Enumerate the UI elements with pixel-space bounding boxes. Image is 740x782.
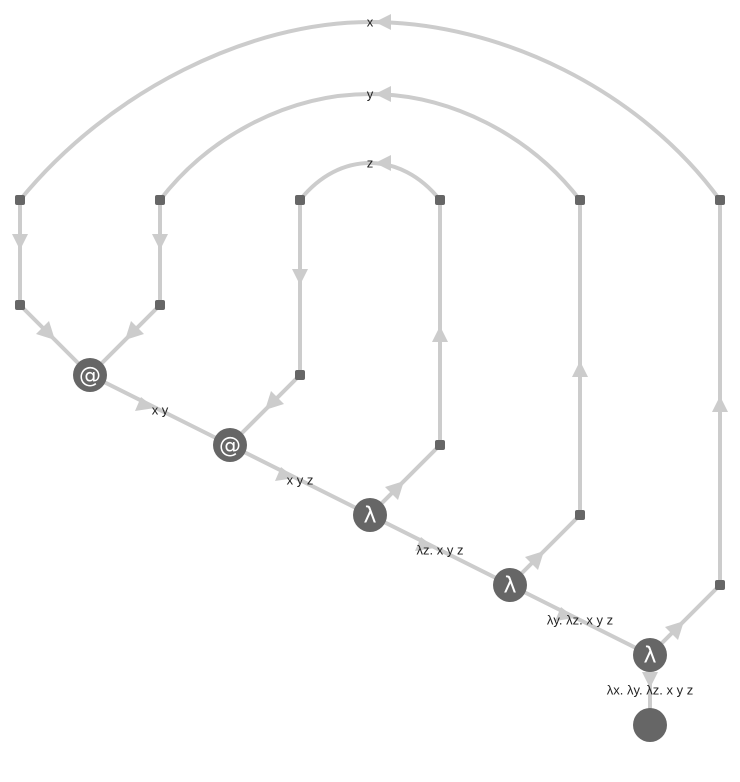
node-lam-z-label: λ <box>363 504 376 529</box>
node-app2[interactable] <box>213 428 247 462</box>
arrow-x-into-app1 <box>36 321 55 340</box>
arrow-lam-y-up <box>572 361 588 377</box>
edge-lam-z-up <box>368 198 442 517</box>
edge-label-lam-z-out: λz. x y z <box>417 543 464 558</box>
port-y-top <box>155 195 165 205</box>
var-label-x: x <box>367 15 374 30</box>
port-z-top <box>295 195 305 205</box>
port-z-bottom <box>295 370 305 380</box>
arrow-spine-1 <box>135 397 155 411</box>
node-app1[interactable] <box>73 358 107 392</box>
variable-labels: x y z <box>367 15 374 171</box>
arrow-lam-z-up <box>432 326 448 342</box>
node-lam-y-label: λ <box>503 574 516 599</box>
edge-z-down <box>228 198 302 447</box>
edge-label-lam-y-out: λy. λz. x y z <box>547 613 613 628</box>
port-lam-x-bottom <box>715 580 725 590</box>
arrow-lam-y-diag <box>525 551 544 570</box>
arrow-x-down <box>12 234 28 250</box>
port-lam-y-bottom <box>575 510 585 520</box>
arrow-lam-x-diag <box>665 621 684 640</box>
arrow-x-arc <box>375 14 391 30</box>
arrow-z-down <box>292 269 308 285</box>
port-x-bottom <box>15 300 25 310</box>
node-lam-x-label: λ <box>643 644 656 669</box>
node-lam-y[interactable] <box>493 568 527 602</box>
arrow-z-into-app2 <box>265 391 284 410</box>
arrow-lam-z-diag <box>385 481 404 500</box>
edge-lam-x-up <box>648 198 722 657</box>
arrow-spine-3 <box>415 537 435 551</box>
var-label-z: z <box>367 156 374 171</box>
arrow-y-into-app1 <box>125 321 144 340</box>
arrow-spine-2 <box>275 467 295 481</box>
nodes: @ @ λ λ λ <box>73 358 667 742</box>
arrow-spine-root <box>642 672 658 688</box>
port-lam-z-bottom <box>435 440 445 450</box>
port-y-bottom <box>155 300 165 310</box>
edge-label-app2-out: x y z <box>287 473 314 488</box>
edge-z-arc <box>298 161 442 202</box>
var-label-y: y <box>367 87 374 102</box>
port-x-top <box>15 195 25 205</box>
edge-label-lam-x-out: λx. λy. λz. x y z <box>607 683 693 698</box>
port-lam-y-top <box>575 195 585 205</box>
node-lam-z[interactable] <box>353 498 387 532</box>
node-lam-x[interactable] <box>633 638 667 672</box>
edge-lam-y-up <box>508 198 582 587</box>
node-app2-label: @ <box>219 434 241 459</box>
edge-x-arc <box>18 20 722 202</box>
edge-label-app1-out: x y <box>152 403 169 418</box>
port-lam-x-top <box>715 195 725 205</box>
edge-spine <box>88 373 652 727</box>
node-root[interactable] <box>633 708 667 742</box>
edge-x-down <box>18 198 92 377</box>
arrow-lam-x-up <box>712 396 728 412</box>
arrow-spine-4 <box>555 607 575 621</box>
edge-y-arc <box>158 92 582 202</box>
edges <box>18 20 722 727</box>
edge-y-down <box>88 198 162 377</box>
port-lam-z-top <box>435 195 445 205</box>
arrow-z-arc <box>375 155 391 171</box>
ports <box>15 195 725 590</box>
node-app1-label: @ <box>79 364 101 389</box>
edge-labels: x y x y z λz. x y z λy. λz. x y z λx. λy… <box>152 403 694 698</box>
arrowheads <box>12 14 728 688</box>
arrow-y-down <box>152 234 168 250</box>
arrow-y-arc <box>375 86 391 102</box>
